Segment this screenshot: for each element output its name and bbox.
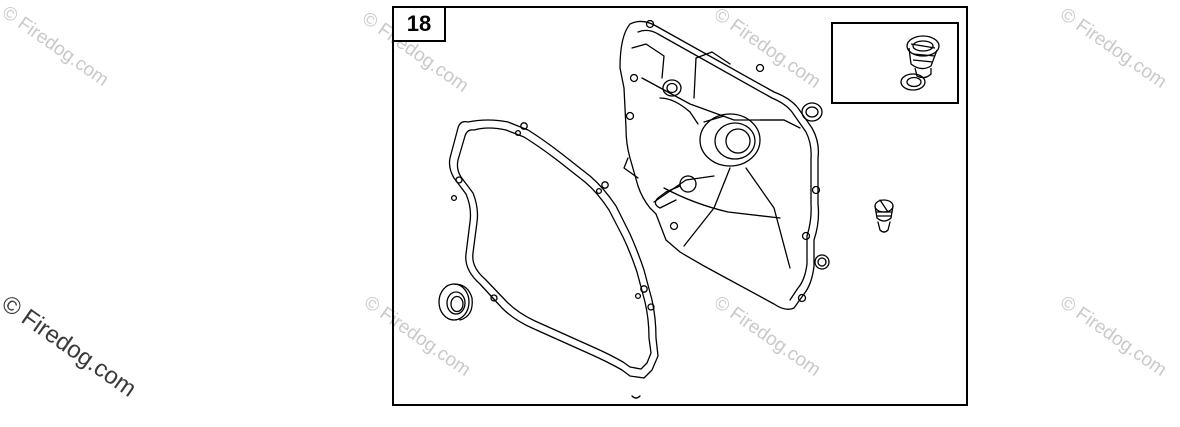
inset-detail <box>831 22 959 104</box>
gasket-icon <box>448 119 659 379</box>
reference-number: 18 <box>394 8 446 42</box>
watermark: © Firedog.com <box>1055 292 1171 381</box>
drain-plug-icon <box>874 199 894 233</box>
watermark-large: © Firedog.com <box>0 290 142 403</box>
watermark: © Firedog.com <box>1055 4 1171 93</box>
drain-plug-icon <box>906 35 940 79</box>
parts-diagram: 18 <box>392 6 968 406</box>
diagram-fragment <box>631 395 641 399</box>
watermark: © Firedog.com <box>0 2 113 91</box>
oil-seal-icon <box>438 283 473 321</box>
drain-plug-washer-icon <box>900 73 926 91</box>
crankcase-cover-icon <box>619 19 830 310</box>
